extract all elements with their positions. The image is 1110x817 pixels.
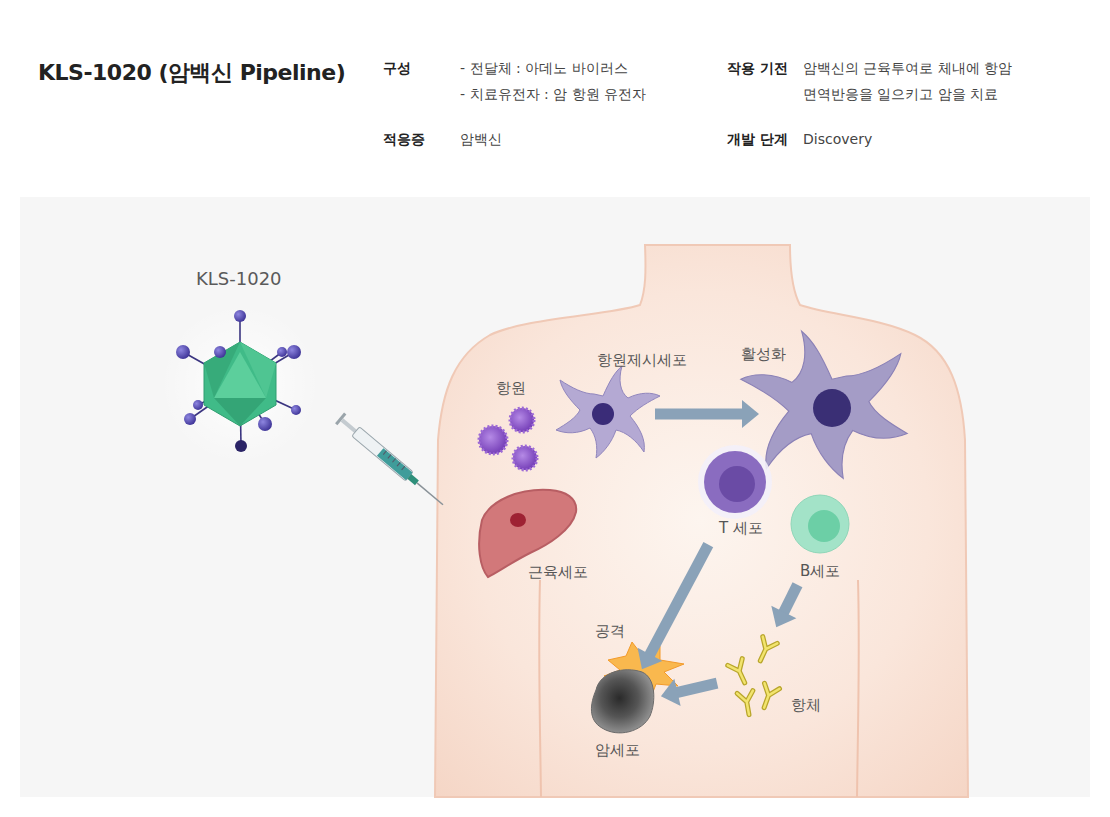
syringe-picture [335, 413, 447, 511]
cell-node: 근육세포 [476, 486, 586, 582]
t-cell-picture [698, 445, 772, 519]
callout-label: 공격 [595, 621, 625, 641]
arrow-head [638, 648, 663, 670]
flow-arrow [655, 400, 759, 428]
activated-cell-picture [741, 331, 907, 478]
cancer-cell-picture [591, 670, 653, 733]
table-cell: - 전달체 : 아데노 바이러스 [460, 58, 628, 78]
node-label: T 세포 [719, 518, 763, 538]
flow-arrow [638, 545, 709, 670]
node-label: 활성화 [741, 344, 786, 364]
cell-node: T 세포 [700, 447, 770, 542]
apc-picture [556, 366, 660, 458]
vector-node: KLS-1020 [180, 305, 305, 455]
arrow-head [742, 400, 759, 428]
antigen-node: 항원 [475, 405, 545, 475]
cell-node: 암세포 [588, 672, 658, 738]
table-header: 작용 기전 [727, 58, 788, 78]
table-cell: 암백신 [460, 129, 502, 149]
table-header: 구성 [383, 58, 411, 78]
node-label: 항체 [791, 695, 821, 715]
flow-arrow [771, 585, 797, 628]
cell-node: 항원제시세포 [560, 373, 652, 455]
antibody-node: 항체 [720, 630, 785, 720]
antibody-picture [728, 637, 780, 716]
node-label: 근육세포 [528, 562, 588, 582]
arrow-head [771, 606, 796, 627]
node-label: 암세포 [595, 740, 640, 760]
arrow-head [661, 679, 681, 706]
node-label: 항원 [496, 378, 526, 398]
node-label: 항원제시세포 [597, 350, 687, 370]
page-title: KLS-1020 (암백신 Pipeline) [38, 58, 345, 88]
table-header: 적응증 [383, 129, 425, 149]
arrow-shaft [655, 409, 744, 420]
arrow-shaft [676, 683, 718, 693]
table-cell: - 치료유전자 : 암 항원 유전자 [460, 84, 646, 104]
cell-node: B세포 [790, 497, 850, 582]
body-outline [435, 245, 968, 797]
node-label: KLS-1020 [196, 269, 282, 289]
table-cell: 암백신의 근육투여로 체내에 항암 면역반응을 일으키고 암을 치료 [803, 55, 1018, 107]
antigen-picture [479, 408, 537, 470]
node-label: B세포 [800, 561, 840, 581]
table-cell: Discovery [803, 129, 872, 149]
virus-picture [160, 304, 320, 464]
table-header: 개발 단계 [727, 129, 788, 149]
panel-ground [20, 197, 1090, 797]
arrow-shaft [649, 545, 708, 656]
b-cell-picture [791, 495, 849, 553]
flow-arrow [661, 679, 717, 706]
cell-node: 활성화 [762, 359, 902, 469]
arrow-shaft [783, 585, 798, 614]
